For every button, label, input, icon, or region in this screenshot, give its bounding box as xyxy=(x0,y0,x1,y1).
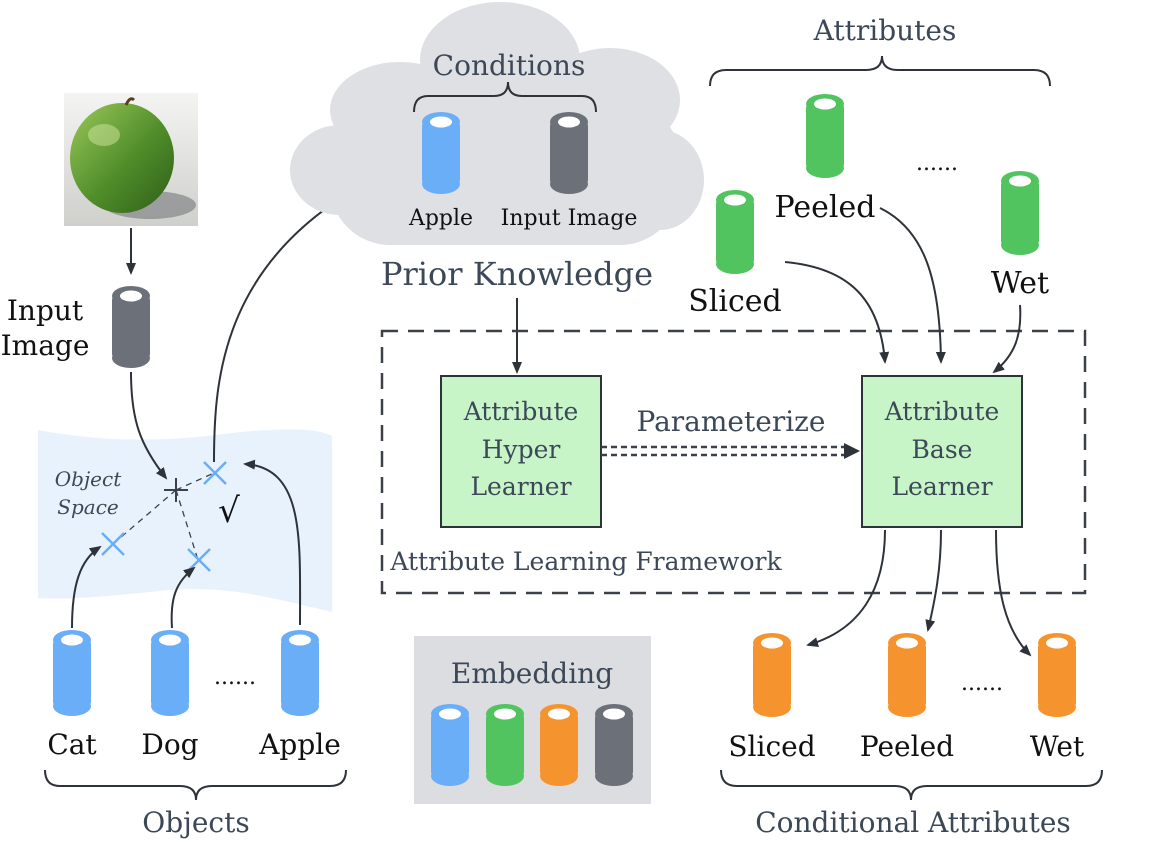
object-label-apple: Apple xyxy=(258,728,341,761)
base-learner-label-1: Attribute xyxy=(884,397,1000,426)
object-space-label-2: Space xyxy=(57,495,118,519)
arrow-base-to-sliced xyxy=(806,529,886,648)
conditional-label-peeled: Peeled xyxy=(860,730,954,763)
object-space-label-1: Object xyxy=(55,467,122,491)
prior-knowledge-cloud xyxy=(290,2,704,245)
parameterize-label: Parameterize xyxy=(637,405,826,438)
attribute-cylinder-peeled xyxy=(806,94,844,178)
objects-brace xyxy=(44,769,347,801)
base-learner-label-3: Learner xyxy=(891,472,992,501)
attribute-label-sliced: Sliced xyxy=(688,284,782,319)
arrow-base-to-peeled xyxy=(925,529,942,632)
conditional-attributes-brace xyxy=(720,769,1103,801)
embedding-cylinder-gray xyxy=(595,704,633,786)
arrow-sliced-to-base xyxy=(784,261,890,364)
object-label-dog: Dog xyxy=(141,728,198,761)
conditions-label: Conditions xyxy=(433,49,586,82)
object-cylinder-cat xyxy=(53,630,91,716)
object-space-region xyxy=(38,429,332,612)
object-label-cat: Cat xyxy=(47,728,97,761)
conditional-label-sliced: Sliced xyxy=(728,730,815,763)
conditional-cylinder-wet xyxy=(1038,633,1076,717)
condition-label-input-image: Input Image xyxy=(501,206,638,231)
condition-label-apple: Apple xyxy=(408,206,473,231)
attribute-cylinder-wet xyxy=(1001,171,1039,255)
arrow-wet-to-base xyxy=(992,304,1022,374)
condition-cylinder-input-image xyxy=(550,112,588,194)
conditional-ellipsis: ...... xyxy=(961,671,1003,696)
conditional-cylinder-sliced xyxy=(753,633,791,717)
arrow-apple-to-space xyxy=(243,459,302,626)
attributes-group-label: Attributes xyxy=(813,14,957,47)
embedding-cylinder-blue xyxy=(431,704,469,786)
framework-caption: Attribute Learning Framework xyxy=(389,547,782,576)
plus-icon xyxy=(164,478,188,502)
prior-knowledge-caption: Prior Knowledge xyxy=(381,255,653,293)
conditional-cylinder-peeled xyxy=(888,633,926,717)
objects-group-label: Objects xyxy=(142,806,249,839)
objects-ellipsis: ...... xyxy=(214,665,256,690)
check-mark-icon: √ xyxy=(218,491,240,531)
framework-box xyxy=(380,329,1087,595)
attribute-label-wet: Wet xyxy=(991,266,1049,301)
attributes-brace xyxy=(709,55,1051,87)
input-image-label-1: Input xyxy=(7,294,84,327)
attribute-cylinder-sliced xyxy=(716,190,754,274)
arrow-cat-to-space xyxy=(71,545,102,629)
conditions-brace xyxy=(413,81,597,113)
attributes-ellipsis: ...... xyxy=(916,151,958,176)
input-image-label-2: Image xyxy=(1,329,90,362)
attribute-label-peeled: Peeled xyxy=(775,190,876,225)
embedding-cylinder-green xyxy=(486,704,524,786)
parameterize-arrowhead xyxy=(844,443,860,459)
base-learner-label-2: Base xyxy=(912,435,973,464)
conditional-attributes-group-label: Conditional Attributes xyxy=(755,806,1071,839)
embedding-title: Embedding xyxy=(451,657,613,690)
cross-marker-apple xyxy=(203,461,227,485)
input-image-cylinder xyxy=(112,286,150,368)
cross-marker-cat xyxy=(101,532,125,556)
embedding-cylinder-orange xyxy=(540,704,578,786)
hyper-learner-label-2: Hyper xyxy=(482,435,561,464)
conditional-label-wet: Wet xyxy=(1030,730,1085,763)
object-cylinder-dog xyxy=(151,630,189,716)
base-learner-box xyxy=(861,375,1023,528)
arrow-dog-to-space xyxy=(170,566,196,629)
arrow-peeled-to-base xyxy=(879,207,946,364)
arrow-input-to-plus xyxy=(130,371,168,480)
hyper-learner-box xyxy=(440,375,602,528)
object-cylinder-apple xyxy=(281,630,319,716)
input-photo xyxy=(64,93,198,226)
parameterize-arrow xyxy=(601,445,848,457)
arrow-base-to-wet xyxy=(995,529,1032,657)
hyper-learner-label-3: Learner xyxy=(470,472,571,501)
condition-cylinder-apple xyxy=(422,112,460,194)
hyper-learner-label-1: Attribute xyxy=(463,397,579,426)
